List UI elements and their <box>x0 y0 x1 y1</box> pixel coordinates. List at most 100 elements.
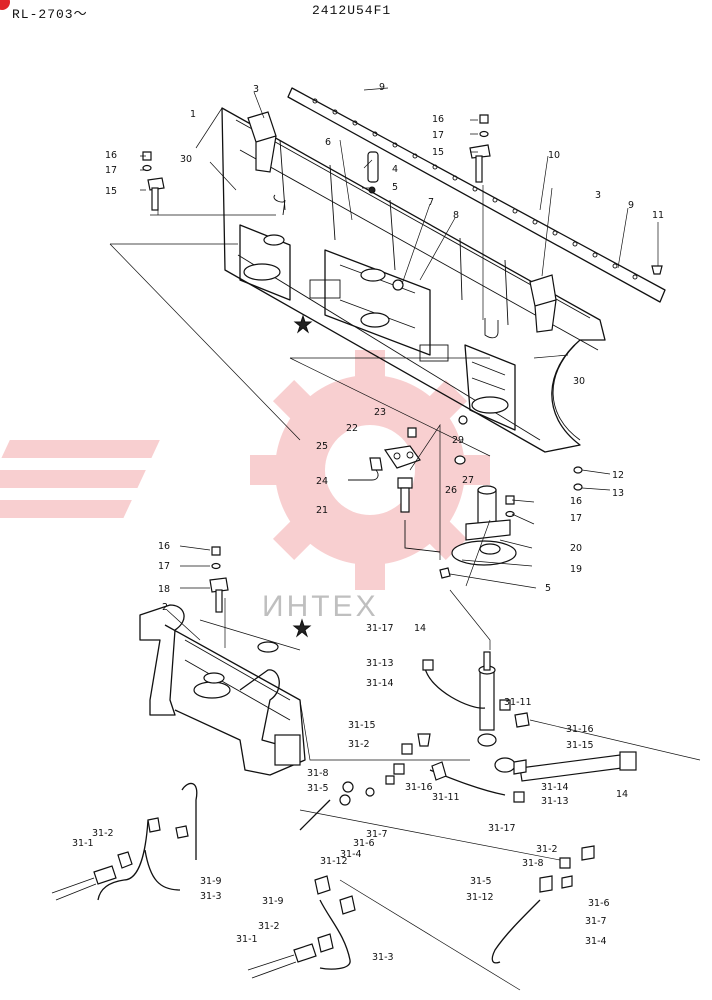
label-31-7-a: 31-7 <box>366 829 388 840</box>
label-31-6-a: 31-6 <box>353 838 375 849</box>
hinge-pin-4 <box>367 151 379 183</box>
label-31-5-b: 31-5 <box>470 876 492 887</box>
label-15-left: 15 <box>105 186 117 197</box>
bolt-nut-12-13 <box>573 466 583 491</box>
label-25: 25 <box>316 441 328 452</box>
label-31-6-b: 31-6 <box>588 898 610 909</box>
label-31-8-b: 31-8 <box>522 858 544 869</box>
grease-fitting-7 <box>392 279 404 291</box>
hose-labels: 31-17 31-13 31-14 31-11 31-16 31-15 31-1… <box>72 623 610 963</box>
label-17-mid: 17 <box>570 513 582 524</box>
label-31-2-c: 31-2 <box>258 921 280 932</box>
label-31-1-b: 31-1 <box>236 934 258 945</box>
star-marker-1 <box>293 314 313 334</box>
blade-center-hinge <box>324 151 431 356</box>
label-18: 18 <box>158 584 170 595</box>
diagram-code: 2412U54F1 <box>312 3 392 18</box>
label-31-2-d: 31-2 <box>536 844 558 855</box>
label-17-low: 17 <box>158 561 170 572</box>
star-marker-2 <box>292 618 312 638</box>
part-labels: 1 2 3 3 4 5 5 6 7 8 9 9 10 11 12 13 14 1… <box>105 82 664 800</box>
strip-holes <box>312 98 638 280</box>
label-16-mid: 16 <box>570 496 582 507</box>
label-31-2-b: 31-2 <box>92 828 114 839</box>
label-31-13-top: 31-13 <box>366 658 394 669</box>
label-31-1-a: 31-1 <box>72 838 94 849</box>
bolt-11 <box>651 265 663 275</box>
pin-5 <box>368 186 376 194</box>
label-31-15-right: 31-15 <box>566 740 594 751</box>
label-12: 12 <box>612 470 624 481</box>
hydraulic-cylinder-vertical <box>477 651 497 747</box>
label-16-low: 16 <box>158 541 170 552</box>
model-code: RL-2703～ <box>12 7 88 22</box>
label-31-8-a: 31-8 <box>307 768 329 779</box>
label-29: 29 <box>452 435 464 446</box>
frame-cap <box>257 641 279 653</box>
label-31-9-b: 31-9 <box>262 896 284 907</box>
label-2: 2 <box>162 602 168 613</box>
pin-set-left <box>142 151 165 211</box>
mounting-frame <box>139 546 306 776</box>
label-7: 7 <box>428 197 434 208</box>
label-16-left: 16 <box>105 150 117 161</box>
label-31-12-a: 31-12 <box>320 856 348 867</box>
label-31-4-b: 31-4 <box>585 936 607 947</box>
label-15-right: 15 <box>432 147 444 158</box>
hoses <box>97 667 541 970</box>
hose-fittings <box>51 659 595 979</box>
label-5-top: 5 <box>392 182 398 193</box>
label-31-16-b: 31-16 <box>405 782 433 793</box>
label-17-right: 17 <box>432 130 444 141</box>
watermark-gear-icon <box>0 350 490 590</box>
label-31-7-b: 31-7 <box>585 916 607 927</box>
label-31-2-a: 31-2 <box>348 739 370 750</box>
label-1: 1 <box>190 109 196 120</box>
label-9-right: 9 <box>628 200 634 211</box>
label-31-11-b: 31-11 <box>432 792 460 803</box>
label-31-13-b: 31-13 <box>541 796 569 807</box>
label-22: 22 <box>346 423 358 434</box>
label-3-right: 3 <box>595 190 601 201</box>
blade-left-mount <box>239 194 291 301</box>
label-19: 19 <box>570 564 582 575</box>
blade-right-mount <box>464 318 516 431</box>
label-30-right: 30 <box>573 376 585 387</box>
label-31-3-a: 31-3 <box>200 891 222 902</box>
swivel-plate <box>439 485 517 579</box>
label-30-left: 30 <box>180 154 192 165</box>
label-24: 24 <box>316 476 328 487</box>
label-14-top: 14 <box>414 623 426 634</box>
label-6: 6 <box>325 137 331 148</box>
label-21: 21 <box>316 505 328 516</box>
label-3-left: 3 <box>253 84 259 95</box>
label-8: 8 <box>453 210 459 221</box>
pivot-parts <box>348 415 468 553</box>
label-31-14-top: 31-14 <box>366 678 394 689</box>
blade-top-bracket-left <box>247 111 277 173</box>
label-31-14-b: 31-14 <box>541 782 569 793</box>
label-16-right: 16 <box>432 114 444 125</box>
label-31-17-top: 31-17 <box>366 623 394 634</box>
watermark-text: ИНТЕХ <box>262 590 379 623</box>
label-10: 10 <box>548 150 560 161</box>
label-5-bottom: 5 <box>545 583 551 594</box>
label-31-11-top: 31-11 <box>504 697 532 708</box>
label-4: 4 <box>392 164 398 175</box>
label-27: 27 <box>462 475 474 486</box>
label-31-4-a: 31-4 <box>340 849 362 860</box>
label-31-16-top: 31-16 <box>566 724 594 735</box>
label-31-3-b: 31-3 <box>372 952 394 963</box>
label-31-15-left: 31-15 <box>348 720 376 731</box>
corner-marker-dot <box>0 0 10 10</box>
hydraulic-cylinder-horizontal <box>494 751 637 782</box>
label-11: 11 <box>652 210 664 221</box>
label-31-17-b: 31-17 <box>488 823 516 834</box>
label-20: 20 <box>570 543 582 554</box>
label-14-right: 14 <box>616 789 628 800</box>
watermark <box>0 350 490 590</box>
leader-lines <box>109 87 701 991</box>
label-31-12-b: 31-12 <box>466 892 494 903</box>
label-13: 13 <box>612 488 624 499</box>
